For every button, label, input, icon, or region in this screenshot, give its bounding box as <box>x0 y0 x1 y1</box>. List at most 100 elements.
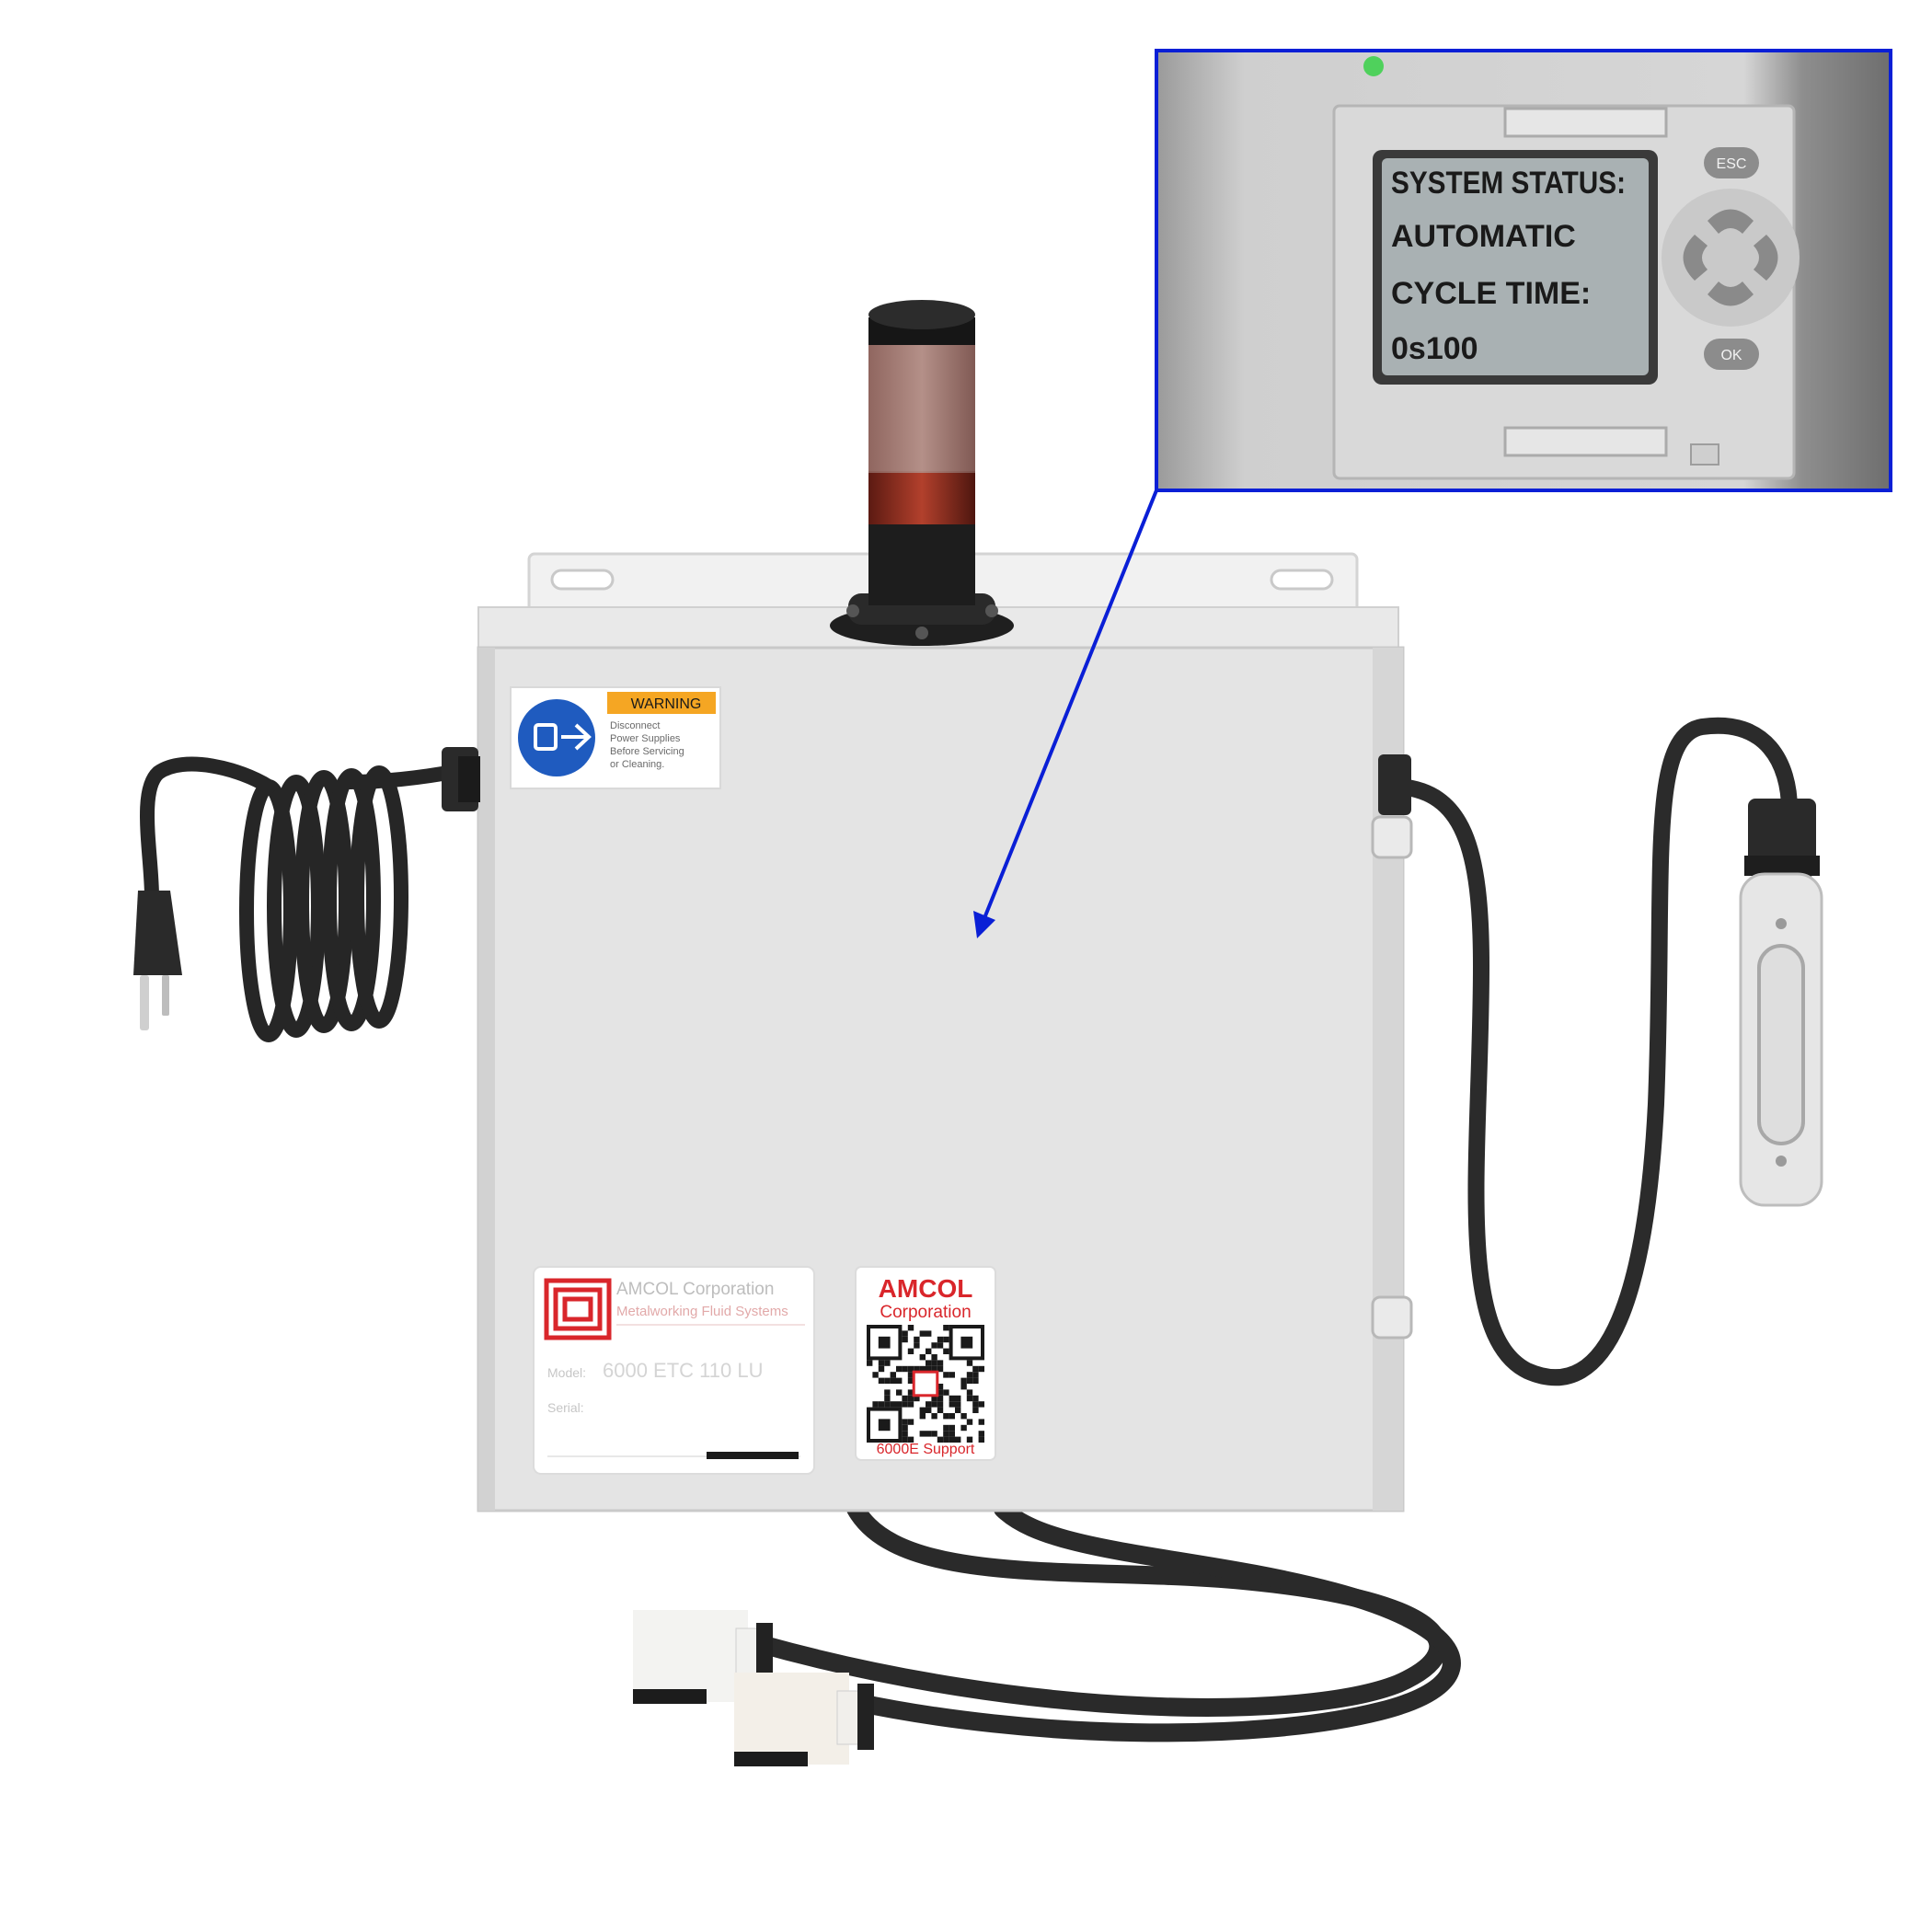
qr-module <box>978 1431 984 1437</box>
qr-module <box>978 1419 984 1425</box>
qr-module <box>937 1401 944 1408</box>
qr-module <box>949 1372 955 1378</box>
qr-module <box>907 1325 914 1331</box>
qr-finder-center <box>878 1419 891 1432</box>
stack-light <box>830 300 1014 646</box>
qr-module <box>872 1372 879 1378</box>
display-inset: SYSTEM STATUS: AUTOMATIC CYCLE TIME: 0s1… <box>1155 49 1892 492</box>
lcd-line-1: SYSTEM STATUS: <box>1391 166 1626 201</box>
ok-button-label: OK <box>1720 348 1742 363</box>
qr-module <box>966 1360 973 1366</box>
qr-module <box>978 1436 984 1443</box>
qr-module <box>884 1360 891 1366</box>
sensor-connector-1 <box>633 1610 773 1704</box>
qr-module <box>926 1360 932 1366</box>
qr-module <box>890 1372 896 1378</box>
qr-module <box>890 1401 896 1408</box>
qr-module <box>966 1395 973 1402</box>
qr-brand-line2: Corporation <box>880 1303 971 1322</box>
qr-module <box>914 1336 920 1343</box>
qr-module <box>943 1413 949 1420</box>
qr-module <box>943 1431 949 1437</box>
qr-support-label: AMCOL Corporation 6000E Support <box>855 1266 996 1461</box>
qr-module <box>966 1389 973 1396</box>
qr-module <box>902 1365 908 1373</box>
qr-finder <box>867 1407 903 1443</box>
qr-module <box>878 1360 885 1366</box>
ok-button: OK <box>1704 339 1759 370</box>
qr-module <box>902 1395 908 1402</box>
warning-line-1: Disconnect <box>610 720 660 731</box>
qr-module <box>884 1377 891 1384</box>
down-arrow-icon <box>1708 282 1754 306</box>
dpad <box>1662 189 1800 327</box>
power-plug <box>133 891 182 1030</box>
lcd-line-3: CYCLE TIME: <box>1391 276 1591 311</box>
qr-module <box>955 1395 961 1402</box>
qr-code-icon <box>867 1325 984 1443</box>
warning-line-4: or Cleaning. <box>610 759 664 770</box>
qr-module <box>972 1407 979 1413</box>
qr-finder <box>867 1325 903 1361</box>
amcol-logo-icon <box>544 1278 612 1340</box>
qr-module <box>931 1395 937 1402</box>
qr-module <box>937 1336 944 1343</box>
qr-module <box>972 1372 979 1378</box>
qr-module <box>902 1336 908 1343</box>
left-arrow-icon <box>1683 235 1708 281</box>
qr-module <box>966 1436 973 1443</box>
qr-module <box>926 1330 932 1337</box>
qr-module <box>931 1365 937 1373</box>
qr-module <box>896 1377 903 1384</box>
qr-module <box>943 1436 949 1443</box>
warning-line-3: Before Servicing <box>610 746 684 757</box>
lcd-line-2: AUTOMATIC <box>1391 219 1576 254</box>
qr-module <box>937 1389 944 1396</box>
qr-module <box>907 1377 914 1384</box>
qr-module <box>931 1360 937 1366</box>
qr-module <box>960 1384 967 1390</box>
nameplate-company: AMCOL Corporation <box>616 1280 774 1299</box>
nameplate-tagline: Metalworking Fluid Systems <box>616 1304 788 1319</box>
qr-finder <box>949 1325 984 1361</box>
qr-module <box>943 1372 949 1378</box>
nameplate-serial-label: Serial: <box>547 1400 584 1415</box>
qr-module <box>931 1354 937 1361</box>
qr-module <box>978 1401 984 1408</box>
qr-module <box>955 1401 961 1408</box>
qr-module <box>931 1401 937 1408</box>
qr-module <box>937 1365 944 1373</box>
power-cord <box>140 756 466 1042</box>
qr-caption: 6000E Support <box>877 1442 975 1457</box>
qr-module <box>907 1348 914 1354</box>
qr-module <box>931 1342 937 1349</box>
sensor-cables <box>745 1500 1461 1742</box>
qr-module <box>896 1389 903 1396</box>
qr-module <box>955 1436 961 1443</box>
qr-module <box>949 1413 955 1420</box>
qr-center-logo-icon <box>912 1370 939 1397</box>
right-cable-gland <box>1378 754 1411 815</box>
qr-module <box>902 1419 908 1425</box>
qr-module <box>926 1407 932 1413</box>
nameplate-model-value: 6000 ETC 110 LU <box>603 1359 763 1382</box>
lcd-line-4: 0s100 <box>1391 331 1478 366</box>
qr-module <box>949 1395 955 1402</box>
qr-module <box>960 1413 967 1420</box>
qr-module <box>907 1372 914 1378</box>
qr-module <box>943 1348 949 1354</box>
esc-button-label: ESC <box>1717 156 1747 172</box>
qr-module <box>907 1401 914 1408</box>
qr-module <box>878 1401 885 1408</box>
qr-module <box>943 1325 949 1331</box>
qr-module <box>972 1401 979 1408</box>
qr-module <box>949 1401 955 1408</box>
qr-module <box>926 1348 932 1354</box>
qr-module <box>937 1395 944 1402</box>
qr-module <box>949 1436 955 1443</box>
qr-module <box>931 1413 937 1420</box>
esc-button: ESC <box>1704 147 1759 178</box>
right-arrow-icon <box>1754 235 1778 281</box>
qr-module <box>966 1419 973 1425</box>
qr-module <box>902 1401 908 1408</box>
